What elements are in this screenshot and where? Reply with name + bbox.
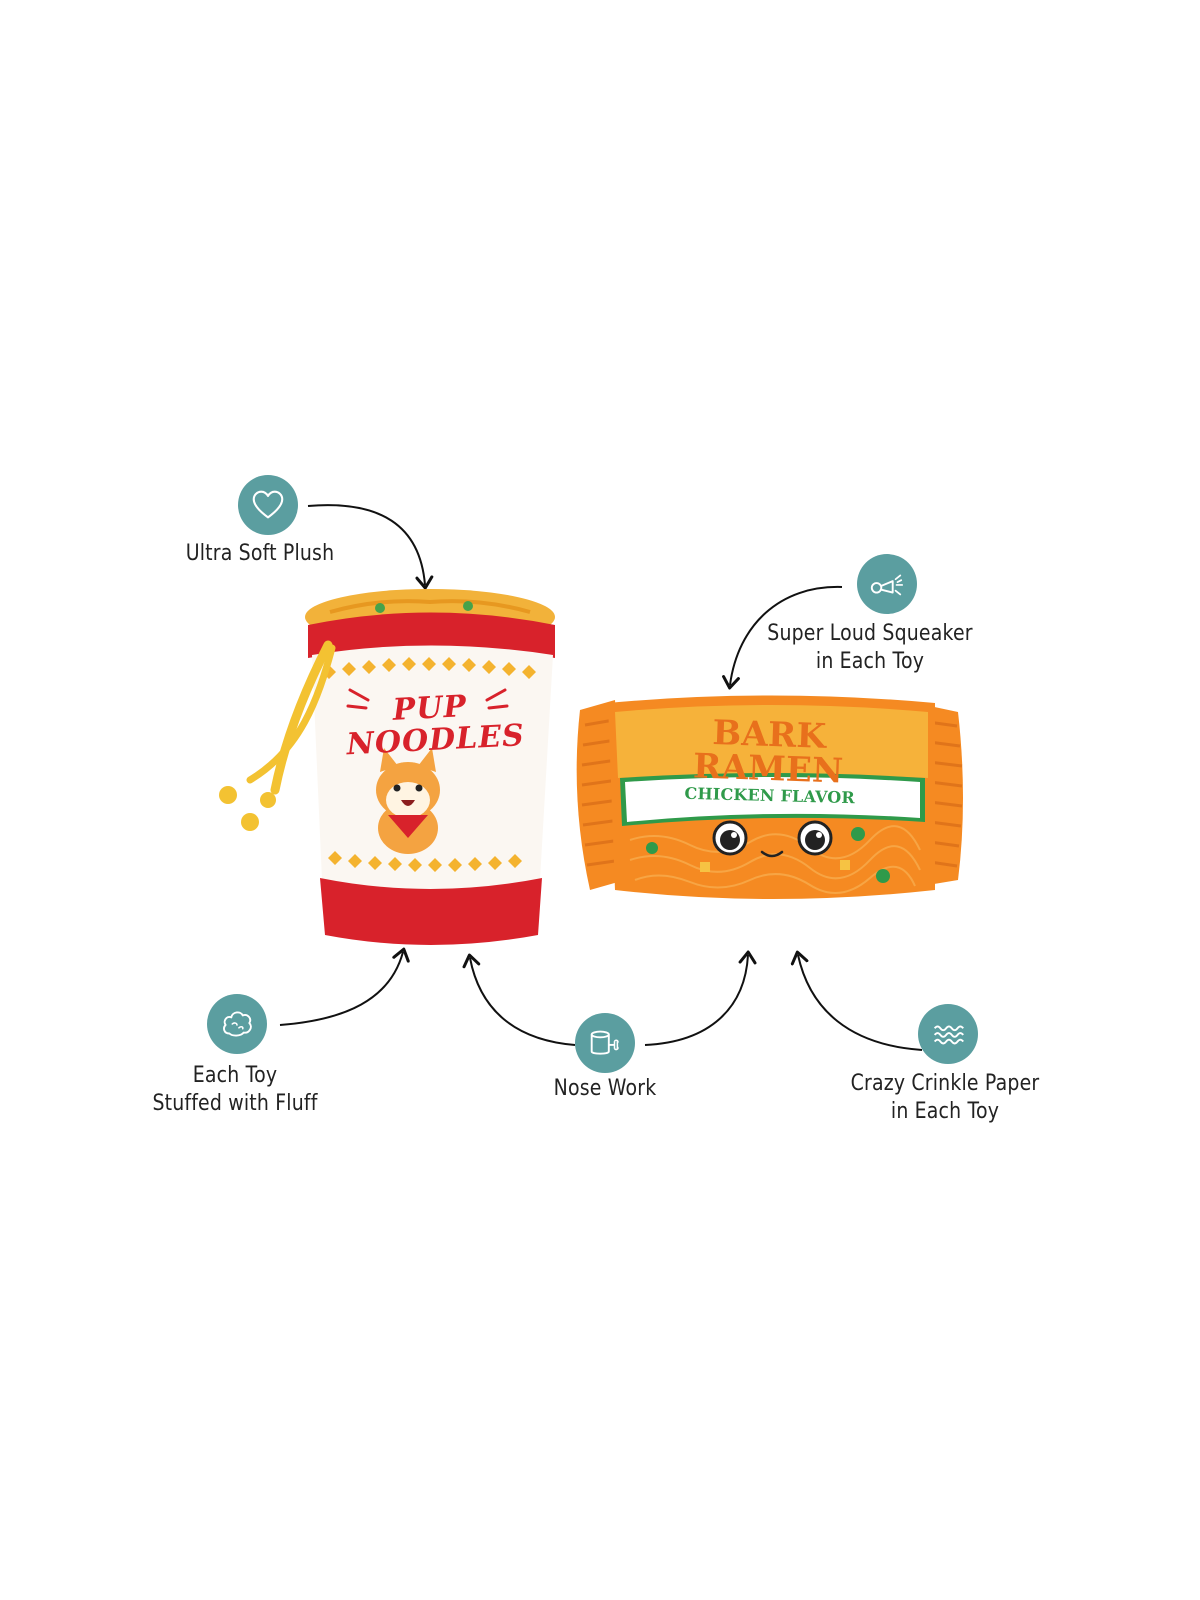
arrow-crinkle [790, 950, 923, 1051]
arrow-fluff [279, 947, 410, 1026]
fluff-icon [223, 1011, 252, 1037]
wave-icon [933, 1025, 964, 1045]
heart-icon [252, 490, 284, 519]
soft-plush-badge [238, 475, 298, 535]
squeaker-label: Super Loud Squeaker in Each Toy [767, 621, 973, 674]
arrow-soft-plush [307, 504, 434, 590]
bark-ramen-brand: BARK RAMEN [692, 713, 844, 792]
arrow-squeaker [722, 585, 843, 690]
squeaker-badge [857, 554, 917, 614]
fluff-badge [207, 994, 267, 1054]
squeaker-icon [870, 574, 904, 596]
arrow-nose-work-left [462, 953, 576, 1046]
arrow-nose-work-right [644, 950, 757, 1046]
crinkle-label: Crazy Crinkle Paper in Each Toy [850, 1071, 1040, 1124]
fluff-label: Each Toy Stuffed with Fluff [152, 1063, 318, 1116]
nose-work-label: Nose Work [553, 1076, 657, 1101]
nose-work-icon [590, 1030, 619, 1055]
soft-plush-label: Ultra Soft Plush [185, 541, 335, 566]
nose-work-badge [575, 1013, 635, 1073]
crinkle-badge [918, 1004, 978, 1064]
